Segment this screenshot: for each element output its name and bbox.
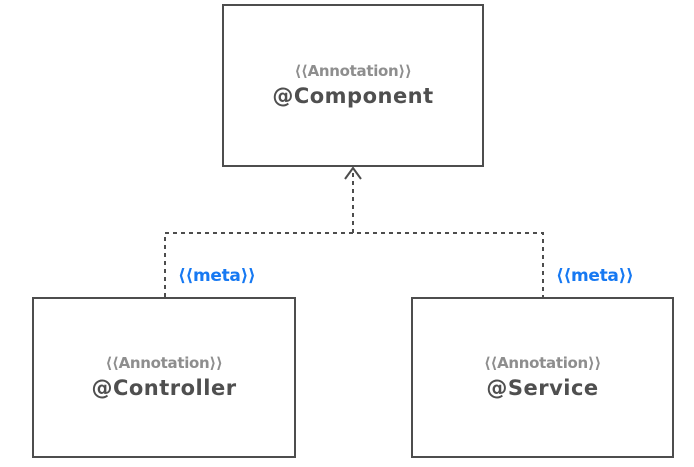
node-controller: ⟨⟨Annotation⟩⟩ @Controller	[32, 297, 296, 458]
node-service: ⟨⟨Annotation⟩⟩ @Service	[411, 297, 674, 458]
node-name: @Service	[486, 375, 599, 400]
node-name: @Controller	[91, 375, 237, 400]
node-name: @Component	[272, 83, 434, 108]
node-component: ⟨⟨Annotation⟩⟩ @Component	[222, 4, 484, 167]
arrow-up-icon	[344, 166, 362, 180]
edge-label-meta-right: ⟨⟨meta⟩⟩	[556, 266, 634, 286]
edge-label-meta-left: ⟨⟨meta⟩⟩	[178, 266, 256, 286]
node-stereotype: ⟨⟨Annotation⟩⟩	[483, 354, 602, 373]
node-stereotype: ⟨⟨Annotation⟩⟩	[294, 62, 412, 81]
meta-branch-connector	[164, 232, 544, 297]
node-stereotype: ⟨⟨Annotation⟩⟩	[105, 354, 223, 373]
